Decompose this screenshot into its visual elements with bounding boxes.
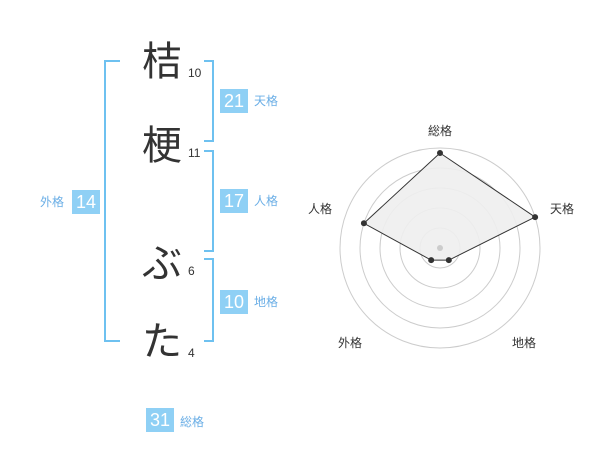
radar-axis-label-soukaku: 総格 (427, 124, 452, 138)
name-char-1: 桔 (142, 39, 182, 85)
radar-point-1 (532, 214, 539, 221)
chikaku-value: 10 (220, 290, 248, 314)
tenkaku-bracket (204, 60, 214, 142)
radar-point-3 (428, 257, 435, 264)
radar-axis-label-tenkaku: 天格 (549, 202, 574, 216)
radar-axis-label-gaikaku: 外格 (337, 336, 362, 350)
radar-point-4 (360, 220, 367, 227)
soukaku-value: 31 (146, 408, 174, 432)
gaikaku-value: 14 (72, 190, 100, 214)
chikaku-bracket (204, 258, 214, 342)
name-char-4: た (142, 319, 182, 365)
soukaku-label: 総格 (180, 415, 205, 429)
radar-ring (339, 147, 541, 349)
radar-point-0 (437, 150, 443, 156)
gaikaku-bracket (104, 60, 120, 342)
jinkaku-value: 17 (220, 189, 248, 213)
radar-center (437, 245, 443, 251)
tenkaku-label: 天格 (254, 94, 279, 108)
radar-axis-label-jinkaku: 人格 (307, 202, 332, 216)
jinkaku-bracket (204, 150, 214, 252)
radar-polygon (363, 152, 537, 261)
radar-point-2 (445, 257, 452, 264)
name-char-3: ぶ (142, 241, 182, 287)
tenkaku-value: 21 (220, 89, 248, 113)
stroke-count-4: 4 (188, 346, 195, 360)
stroke-count-3: 6 (188, 264, 195, 278)
stroke-count-2: 11 (188, 146, 201, 160)
gaikaku-label: 外格 (40, 195, 65, 209)
chikaku-label: 地格 (254, 295, 279, 309)
name-char-2: 梗 (142, 123, 182, 169)
stroke-count-1: 10 (188, 66, 202, 80)
jinkaku-label: 人格 (254, 194, 279, 208)
radar-axis-label-chikaku: 地格 (511, 336, 536, 350)
